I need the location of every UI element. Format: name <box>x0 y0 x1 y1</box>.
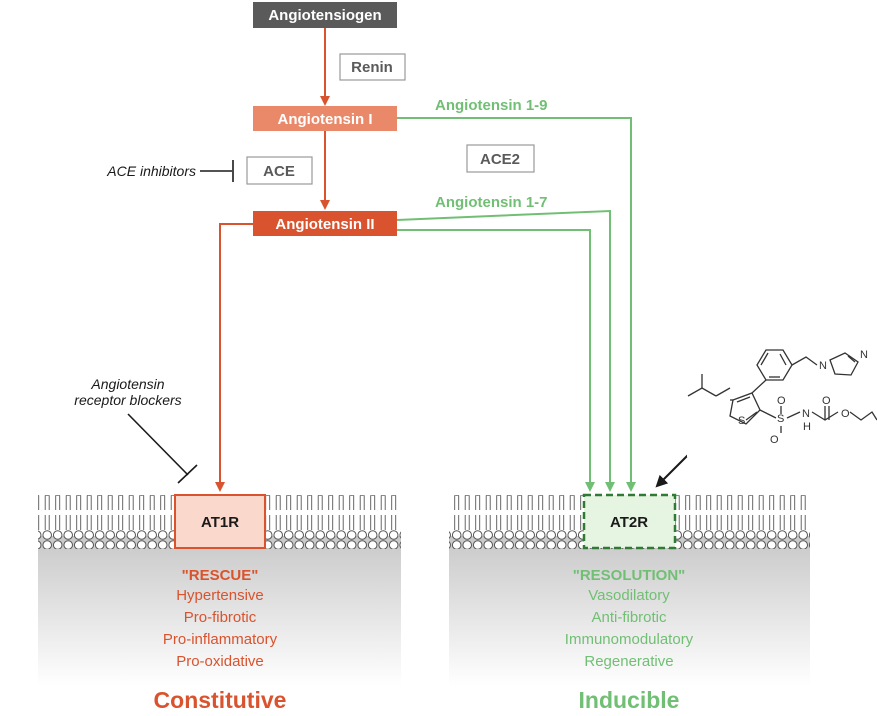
at1r-effect: Pro-fibrotic <box>184 609 257 626</box>
green-arrow-ang-1-7 <box>396 209 615 492</box>
angiotensin-1-9-label: Angiotensin 1-9 <box>435 97 548 114</box>
angiotensin-i-label: Angiotensin I <box>278 111 373 128</box>
angiotensiogen-box <box>253 2 397 28</box>
ace2-label: ACE2 <box>480 151 520 168</box>
ace-inhibitors-label: ACE inhibitors <box>106 163 196 179</box>
at1r-effect: Pro-oxidative <box>176 653 264 670</box>
atom-label: N <box>802 408 810 420</box>
constitutive-label: Constitutive <box>154 687 287 713</box>
atom-label: H <box>803 421 811 433</box>
arb-inhibitor-line <box>127 413 189 476</box>
arb-label-line1: Angiotensin <box>90 376 164 392</box>
red-arrow-ang-ii-to-at1r <box>215 223 253 492</box>
at2r-effect: Vasodilatory <box>588 587 670 604</box>
ace-box <box>246 156 313 185</box>
atom-label: N <box>860 349 868 361</box>
at1r-label: AT1R <box>201 514 239 531</box>
atom-label: O <box>841 408 850 420</box>
atom-label: O <box>770 434 779 446</box>
at2r-effect: Immunomodulatory <box>565 631 694 648</box>
atom-label: O <box>822 395 831 407</box>
arb-inhibitor-bar <box>177 464 198 484</box>
renin-box <box>339 53 406 81</box>
at2r-effect: Regenerative <box>584 653 673 670</box>
angiotensin-ii-box <box>253 211 397 236</box>
atom-label: N <box>819 360 827 372</box>
at1r-box <box>174 494 266 549</box>
atom-label: O <box>777 395 786 407</box>
arb-label-line2: receptor blockers <box>74 392 181 408</box>
at1r-effect: Hypertensive <box>176 587 264 604</box>
right-cell-interior <box>449 536 810 686</box>
angiotensiogen-label: Angiotensiogen <box>268 7 381 24</box>
left-cell-interior <box>38 536 401 686</box>
atom-label: S <box>738 415 745 427</box>
ace-label: ACE <box>263 163 295 180</box>
atom-label: S <box>777 413 784 425</box>
inducible-label: Inducible <box>579 687 680 713</box>
at2r-label: AT2R <box>610 514 648 531</box>
agonist-molecule-structure <box>687 341 877 457</box>
angiotensin-i-box <box>253 106 397 131</box>
renin-label: Renin <box>351 59 393 76</box>
angiotensin-1-7-label: Angiotensin 1-7 <box>435 194 548 211</box>
at2r-heading: "RESOLUTION" <box>573 567 686 584</box>
at1r-effect: Pro-inflammatory <box>163 631 278 648</box>
at2r-effect: Anti-fibrotic <box>591 609 667 626</box>
ace2-box <box>466 144 535 173</box>
angiotensin-ii-label: Angiotensin II <box>275 216 374 233</box>
molecule-atom-labels: N N S S O O N H O O <box>738 349 868 446</box>
at1r-heading: "RESCUE" <box>182 567 259 584</box>
green-arrow-ang-ii <box>397 229 595 492</box>
at2r-box <box>582 493 677 550</box>
green-arrow-ang-1-9 <box>397 117 636 492</box>
